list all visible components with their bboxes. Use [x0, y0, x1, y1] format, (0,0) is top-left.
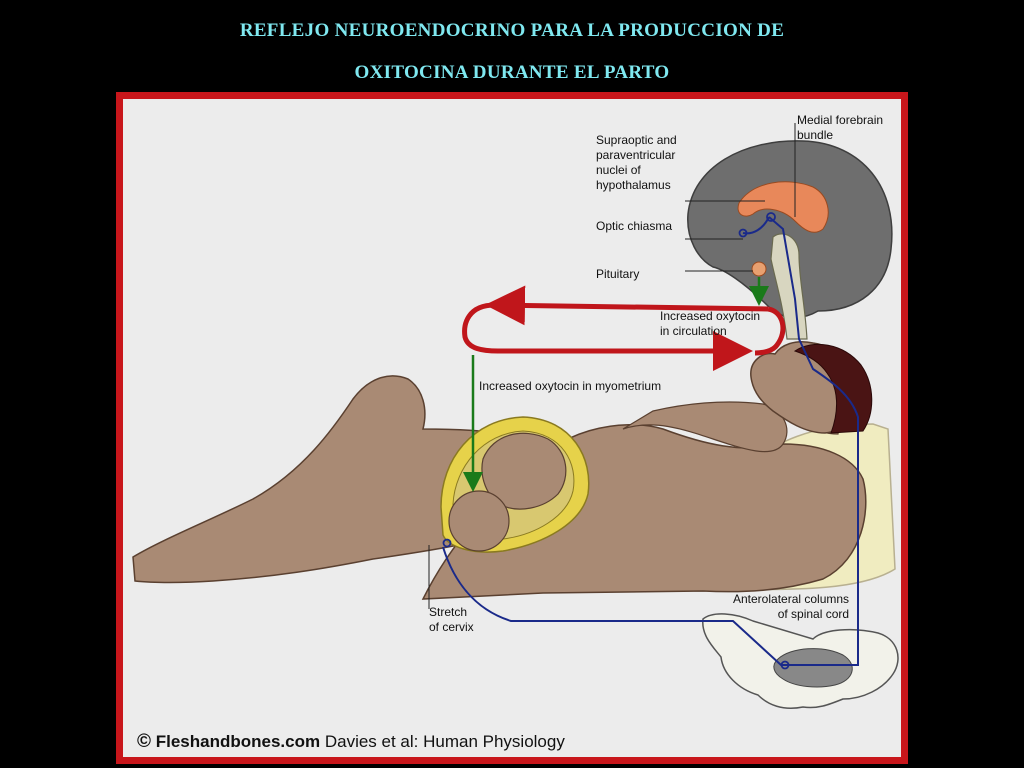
- label-supraoptic: Supraoptic and paraventricular nuclei of…: [596, 133, 677, 192]
- label-medial-forebrain: Medial forebrain bundle: [797, 113, 884, 142]
- cervix-receptor: [442, 538, 452, 548]
- mother-hair: [793, 343, 873, 434]
- hypothalamic-neuron: [766, 212, 776, 222]
- credit-site: Fleshandbones.com: [155, 732, 321, 751]
- circulation-loop-right: [754, 306, 786, 356]
- label-pituitary: Pituitary: [596, 267, 640, 281]
- diagram-illustration: [132, 123, 899, 709]
- credit-text: Davies et al: Human Physiology: [324, 732, 565, 751]
- brainstem: [770, 233, 808, 340]
- pituitary-gland: [751, 261, 767, 277]
- optic-neuron: [738, 228, 748, 238]
- circulation-loop-left: [462, 302, 499, 354]
- label-increased-myometrium: Increased oxytocin in myometrium: [479, 379, 662, 393]
- fetus-head: [448, 490, 510, 552]
- label-optic-chiasma: Optic chiasma: [596, 219, 673, 233]
- diagram-frame: Supraoptic and paraventricular nuclei of…: [116, 92, 908, 764]
- slide-title-line-1: REFLEJO NEUROENDOCRINO PARA LA PRODUCCIO…: [239, 20, 785, 41]
- spinal-neuron: [780, 660, 790, 670]
- hypothalamus-region: [737, 181, 829, 233]
- spinal-grey-matter: [773, 648, 853, 688]
- mother-legs: [132, 375, 544, 584]
- label-stretch-cervix: Stretch of cervix: [429, 605, 474, 634]
- brain: [687, 140, 893, 319]
- image-credit: © Fleshandbones.com Davies et al: Human …: [137, 731, 565, 753]
- circulation-loop-upper: [485, 285, 769, 326]
- copyright-symbol: ©: [137, 731, 151, 752]
- slide-title-line-2: OXITOCINA DURANTE EL PARTO: [354, 62, 670, 83]
- label-increased-circulation: Increased oxytocin in circulation: [660, 309, 761, 338]
- nerve-pathway: [442, 216, 859, 666]
- label-anterolateral: Anterolateral columns of spinal cord: [733, 592, 850, 621]
- mother-arm: [622, 401, 788, 453]
